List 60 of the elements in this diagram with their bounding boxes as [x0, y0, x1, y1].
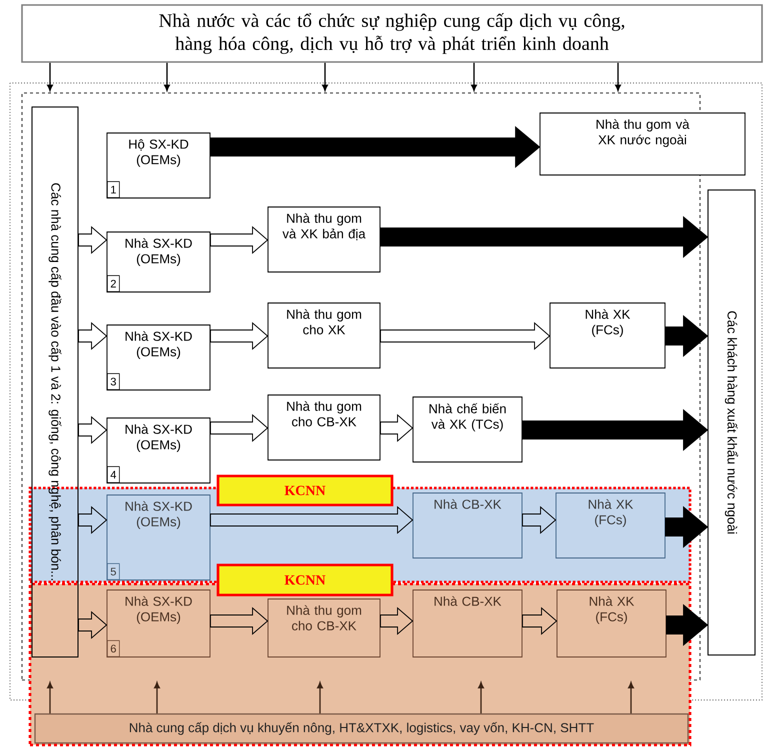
- block-arrow: [666, 604, 708, 646]
- process-box: Nhà XK (FCs): [556, 492, 666, 558]
- hollow-arrow: [380, 607, 414, 635]
- process-box: Nhà SX-KD (OEMs) 5: [106, 494, 210, 580]
- block-arrow: [665, 506, 708, 548]
- hollow-arrow: [380, 414, 414, 442]
- process-box: Nhà thu gom cho XK: [268, 302, 380, 368]
- process-box: Nhà thu gom và XK bản địa: [268, 206, 380, 272]
- process-box: Nhà SX-KD (OEMs) 4: [106, 418, 210, 484]
- hollow-arrow: [210, 414, 268, 442]
- row-number: 6: [107, 640, 120, 657]
- arrow: [322, 62, 328, 91]
- arrow: [317, 682, 323, 714]
- row-number: 3: [107, 373, 120, 390]
- arrow: [47, 682, 53, 714]
- label-box: KCNN: [216, 564, 394, 596]
- footer-box: Nhà cung cấp dịch vụ khuyến nông, HT&XTXK, logistics, vay vốn, KH-CN, SHTT: [34, 713, 689, 744]
- process-box: Nhà CB-XK: [412, 492, 522, 558]
- process-box: Nhà thu gom cho CB-XK: [268, 394, 380, 460]
- arrow: [628, 682, 634, 714]
- row-number: 4: [107, 466, 120, 484]
- hollow-arrow: [210, 226, 268, 254]
- hollow-arrow: [210, 607, 268, 635]
- hollow-arrow: [78, 226, 108, 254]
- row-number: 5: [107, 563, 120, 580]
- process-box: Nhà thu gom và XK nước ngoài: [540, 112, 746, 176]
- block-arrow: [665, 315, 708, 357]
- hollow-arrow: [210, 322, 268, 350]
- arrow: [615, 62, 621, 91]
- arrow: [471, 62, 477, 91]
- hollow-arrow: [78, 506, 108, 534]
- process-box: Nhà chế biến và XK (TCs): [412, 396, 522, 462]
- hollow-arrow: [78, 611, 108, 639]
- block-arrow: [210, 126, 540, 168]
- process-box: Nhà XK (FCs): [550, 302, 666, 368]
- arrow: [47, 62, 53, 91]
- row-number: 2: [107, 275, 120, 292]
- vertical-box: Các khách hàng xuất khẩu nước ngoài: [708, 190, 756, 656]
- block-arrow: [522, 409, 708, 451]
- process-box: Nhà SX-KD (OEMs) 6: [106, 590, 210, 658]
- vertical-box: Các nhà cung cấp đầu vào cấp 1 và 2: giống, công nghệ, phân bón...: [32, 106, 78, 658]
- process-box: Nhà thu gom cho CB-XK: [268, 598, 380, 658]
- arrow: [154, 682, 160, 714]
- hollow-arrow: [78, 322, 108, 350]
- header-box: Nhà nước và các tổ chức sự nghiệp cung cấp dịch vụ công, hàng hóa công, dịch vụ hỗ trợ và phát triển kinh doanh: [21, 4, 763, 63]
- process-box: Nhà CB-XK: [412, 590, 522, 658]
- process-box: Nhà SX-KD (OEMs) 3: [106, 324, 210, 390]
- process-box: Nhà XK (FCs): [556, 590, 666, 658]
- hollow-arrow: [380, 322, 550, 350]
- process-box: Nhà SX-KD (OEMs) 2: [106, 232, 210, 292]
- row-number: 1: [107, 181, 120, 198]
- hollow-arrow: [522, 607, 558, 635]
- block-arrow: [380, 216, 708, 258]
- hollow-arrow: [210, 506, 414, 534]
- hollow-arrow: [522, 506, 556, 534]
- arrow: [164, 62, 170, 91]
- hollow-arrow: [78, 416, 108, 444]
- process-box: Hộ SX-KD (OEMs) 1: [106, 132, 210, 198]
- label-box: KCNN: [216, 474, 394, 506]
- arrow: [478, 682, 484, 714]
